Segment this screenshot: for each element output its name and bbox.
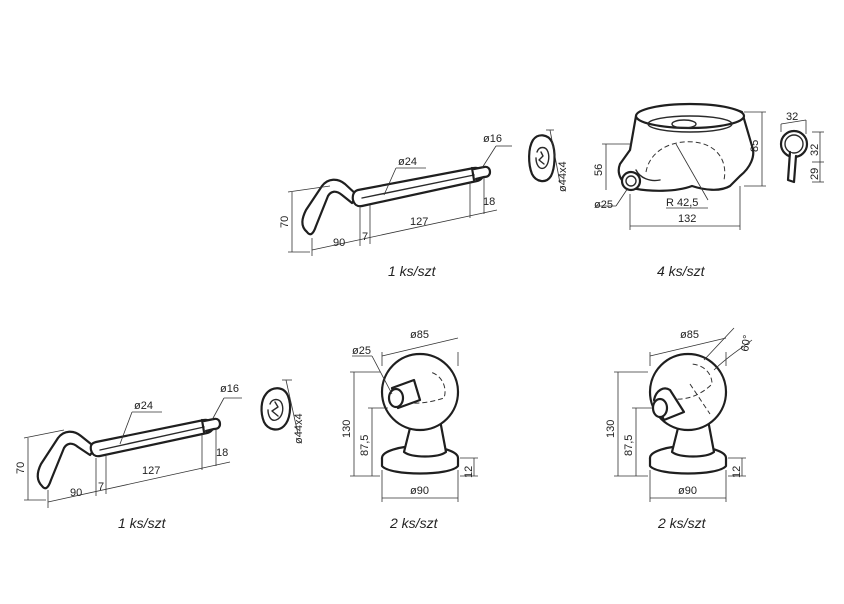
part2-len2: 7 bbox=[98, 481, 104, 493]
pin-width: 32 bbox=[786, 111, 798, 123]
washer2-size: ø44x4 bbox=[293, 413, 305, 444]
ball1-height2: 87,5 bbox=[359, 435, 371, 456]
part2-height: 70 bbox=[15, 462, 27, 474]
safety-pin: 32 32 29 bbox=[779, 111, 824, 184]
ball1-base-diameter: ø90 bbox=[410, 485, 429, 497]
ball-joint-2: ø85 60° 130 87,5 ø90 12 2 ks/szt bbox=[605, 327, 754, 531]
part1-d-rod: ø24 bbox=[398, 156, 417, 168]
part2-len1: 90 bbox=[70, 487, 82, 499]
base-total-height: 85 bbox=[749, 140, 761, 152]
washer-bottom: ø44x4 bbox=[260, 379, 305, 444]
base-qty: 4 ks/szt bbox=[657, 263, 706, 279]
pin-h1: 32 bbox=[809, 144, 821, 156]
handle-rod-bottom: ø24 ø16 70 90 7 127 18 1 ks/szt bbox=[15, 383, 242, 531]
ball1-thickness: 12 bbox=[463, 466, 475, 478]
part1-d-tip: ø16 bbox=[483, 133, 502, 145]
part2-d-rod: ø24 bbox=[134, 400, 153, 412]
base-width: 132 bbox=[678, 213, 696, 225]
part1-qty: 1 ks/szt bbox=[388, 263, 437, 279]
part2-d-tip: ø16 bbox=[220, 383, 239, 395]
part1-len2: 7 bbox=[362, 231, 368, 243]
ball2-base-diameter: ø90 bbox=[678, 485, 697, 497]
base-hole: ø25 bbox=[594, 199, 613, 211]
ball2-diameter: ø85 bbox=[680, 329, 699, 341]
handle-rod-top: ø24 ø16 70 90 7 127 18 1 ks/szt bbox=[279, 133, 512, 279]
washer-top: ø44x4 bbox=[528, 129, 569, 192]
ball2-height: 130 bbox=[605, 420, 617, 438]
ball2-thickness: 12 bbox=[731, 466, 743, 478]
part1-len1: 90 bbox=[333, 237, 345, 249]
ball2-qty: 2 ks/szt bbox=[657, 515, 707, 531]
base-side-height: 56 bbox=[593, 164, 605, 176]
ball2-angle: 60° bbox=[739, 334, 754, 352]
part2-len3: 127 bbox=[142, 465, 160, 477]
washer1-size: ø44x4 bbox=[557, 161, 569, 192]
part1-height: 70 bbox=[279, 216, 291, 228]
part2-len4: 18 bbox=[216, 447, 228, 459]
ball1-diameter: ø85 bbox=[410, 329, 429, 341]
ball2-height2: 87,5 bbox=[623, 435, 635, 456]
ball1-hole: ø25 bbox=[352, 345, 371, 357]
base-radius: R 42,5 bbox=[666, 197, 698, 209]
part1-len3: 127 bbox=[410, 216, 428, 228]
ball1-qty: 2 ks/szt bbox=[389, 515, 439, 531]
part1-len4: 18 bbox=[483, 196, 495, 208]
part2-qty: 1 ks/szt bbox=[118, 515, 167, 531]
pin-h2: 29 bbox=[809, 168, 821, 180]
ball1-height: 130 bbox=[341, 420, 353, 438]
mounting-base: 56 ø25 R 42,5 132 85 4 ks/szt bbox=[593, 102, 766, 279]
ball-joint-1: ø85 ø25 130 87,5 ø90 12 2 ks/szt bbox=[341, 329, 478, 531]
